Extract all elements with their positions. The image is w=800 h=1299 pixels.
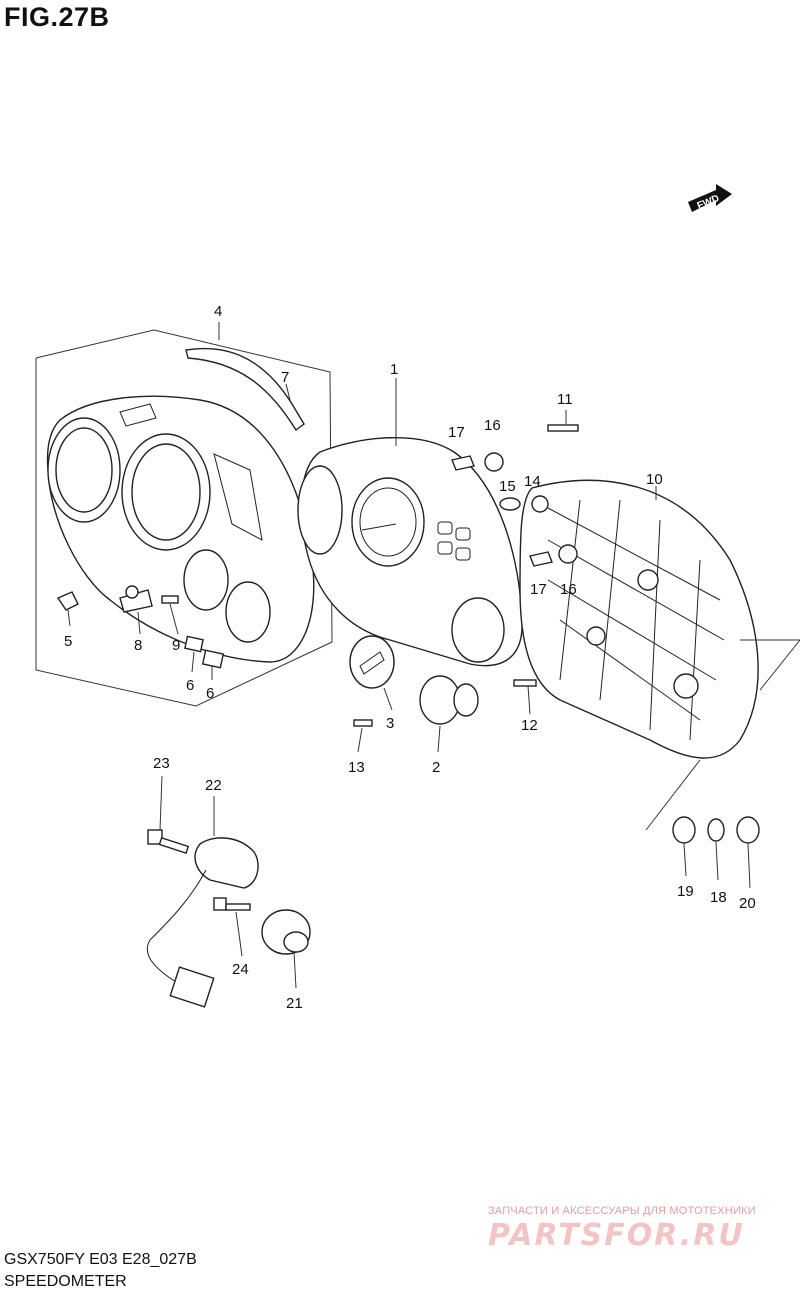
callout-15: 15 (499, 478, 516, 495)
callout-23: 23 (153, 755, 170, 772)
bulb-15-part (499, 497, 521, 511)
bulb-17b-part (529, 551, 553, 567)
bulb-6a-part (184, 635, 204, 653)
meter-housing-part (46, 395, 315, 663)
callout-4: 4 (214, 303, 222, 320)
callout-20: 20 (739, 895, 756, 912)
bulb-socket-5-part (56, 591, 79, 611)
figure-title: FIG.27B (4, 2, 110, 32)
callout-18: 18 (710, 889, 727, 906)
callout-6a: 6 (186, 677, 194, 694)
callout-12: 12 (521, 717, 538, 734)
grommet-19-part (672, 816, 696, 844)
meter-body-part (297, 437, 523, 667)
callout-19: 19 (677, 883, 694, 900)
part-21-part (261, 909, 311, 955)
meter-component-3-part (349, 635, 395, 689)
speed-sensor-22-part (147, 837, 259, 1008)
forward-arrow-icon: FWD (688, 184, 732, 212)
callout-7: 7 (281, 369, 289, 386)
socket-14-part (531, 495, 549, 513)
bulb-17a-part (451, 455, 475, 471)
socket-8-part (119, 585, 153, 613)
screw-11-part (547, 424, 579, 432)
section-title: SPEEDOMETER (4, 1273, 127, 1290)
callout-3: 3 (386, 715, 394, 732)
callout-24: 24 (232, 961, 249, 978)
washer-18-part (707, 818, 725, 842)
screw-9-part (161, 595, 179, 604)
callout-2: 2 (432, 759, 440, 776)
watermark-tagline: ЗАПЧАСТИ И АКСЕССУАРЫ ДЛЯ МОТОТЕХНИКИ (488, 1205, 756, 1217)
screw-12-part (513, 679, 537, 687)
bulb-6b-part (201, 649, 225, 669)
callout-13: 13 (348, 759, 365, 776)
callout-16a: 16 (484, 417, 501, 434)
watermark-logo: PARTSFOR.RU (488, 1218, 745, 1253)
fwd-badge: FWD (686, 180, 734, 225)
socket-16b-part (558, 544, 578, 564)
callout-17b: 17 (530, 581, 547, 598)
socket-16a-part (484, 452, 504, 472)
callout-21: 21 (286, 995, 303, 1012)
assembly-frame (35, 329, 333, 707)
callout-11: 11 (557, 391, 573, 408)
rear-case-part (519, 479, 759, 759)
callout-1: 1 (390, 361, 398, 378)
model-code: GSX750FY E03 E28_027B (4, 1251, 197, 1268)
meter-component-2-part (419, 675, 479, 725)
callout-6b: 6 (206, 685, 214, 702)
callout-17a: 17 (448, 424, 465, 441)
bolt-24-part (213, 897, 251, 911)
callout-5: 5 (64, 633, 72, 650)
callout-8: 8 (134, 637, 142, 654)
screw-13-part (353, 719, 373, 727)
callout-22: 22 (205, 777, 222, 794)
callout-9: 9 (172, 637, 180, 654)
callout-16b: 16 (560, 581, 577, 598)
trim-strip-part (185, 347, 305, 432)
callout-14: 14 (524, 473, 541, 490)
bolt-23-part (147, 829, 190, 855)
callout-10: 10 (646, 471, 663, 488)
leader-lines (67, 322, 800, 989)
nut-20-part (736, 816, 760, 844)
